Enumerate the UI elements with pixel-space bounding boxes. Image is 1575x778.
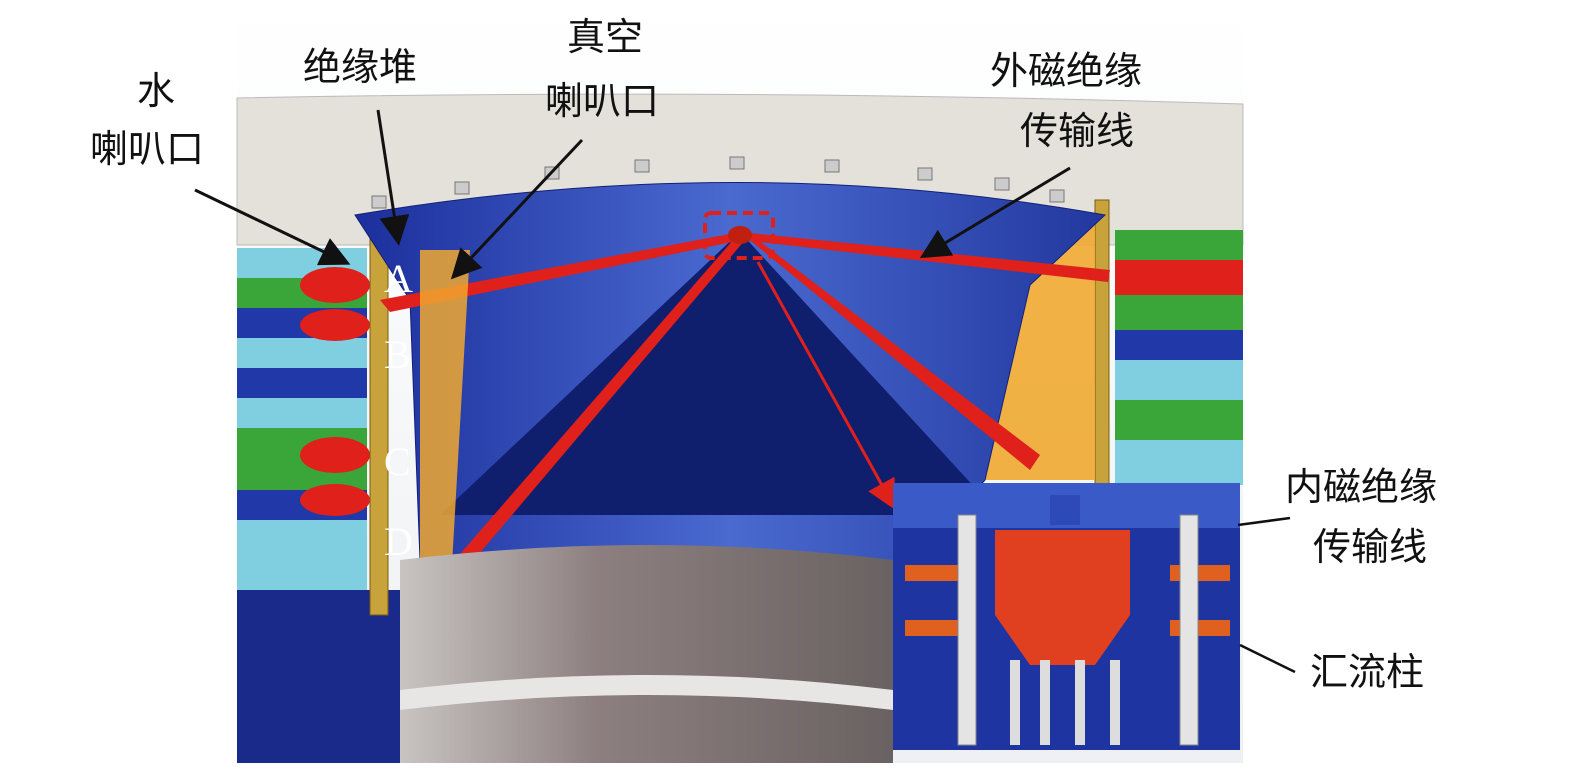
callout-arrows [194,109,1296,674]
label-vacuum-horn-2: 喇叭口 [545,79,659,123]
gray-cylinder [400,545,893,763]
label-inner-mitl-2: 传输线 [1313,525,1427,569]
label-water-horn-1: 水 [137,69,175,113]
section-b: B [384,332,411,377]
section-d: D [384,519,413,564]
right-water-stack [975,199,1243,491]
labels: 水 喇叭口 绝缘堆 真空 喇叭口 外磁绝缘 传输线 内磁绝缘 传输线 汇流柱 [90,15,1437,694]
label-insulator-stack: 绝缘堆 [303,45,417,89]
section-a: A [384,256,413,301]
left-water-stack [237,224,389,616]
label-outer-mitl-1: 外磁绝缘 [990,49,1142,93]
highlight-box [703,211,896,511]
label-water-horn-2: 喇叭口 [90,127,204,171]
section-c: C [384,439,411,484]
label-post-hole-convolute: 汇流柱 [1310,650,1424,694]
inset-detail [893,483,1240,750]
label-inner-mitl-1: 内磁绝缘 [1285,465,1437,509]
section-letters: A B C D [384,256,413,564]
label-vacuum-horn-1: 真空 [567,15,643,59]
label-outer-mitl-2: 传输线 [1020,109,1134,153]
